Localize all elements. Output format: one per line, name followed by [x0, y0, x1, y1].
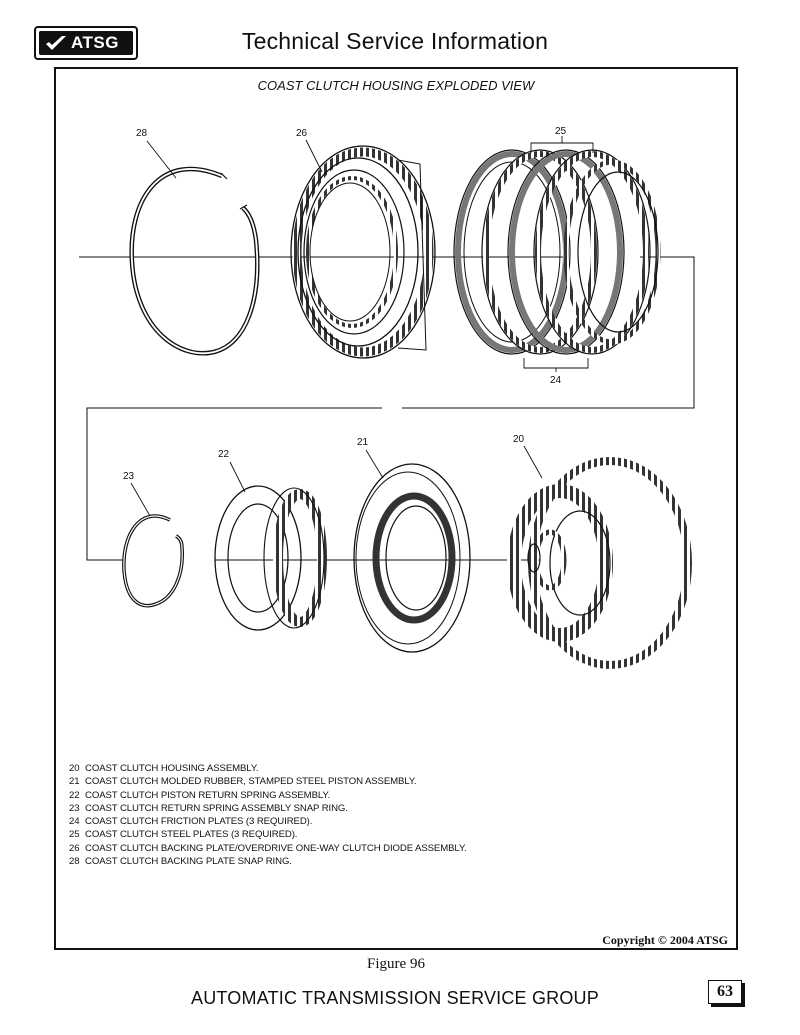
check-wing-icon [46, 36, 66, 50]
callout-25: 25 [555, 126, 567, 137]
callout-26: 26 [296, 128, 308, 139]
part-26-backing-plate [290, 145, 436, 359]
logo-wordmark: ATSG [71, 33, 119, 52]
part-20-housing [507, 457, 692, 669]
clutch-pack-plates [453, 149, 661, 355]
part-22-return-spring [214, 485, 327, 631]
part-28-snap-ring [129, 166, 260, 356]
callout-28: 28 [136, 128, 148, 139]
callout-23: 23 [123, 471, 135, 482]
figure-heading: COAST CLUTCH HOUSING EXPLODED VIEW [257, 78, 535, 93]
footer-title: AUTOMATIC TRANSMISSION SERVICE GROUP [191, 988, 599, 1008]
callout-24: 24 [550, 375, 562, 386]
figure-frame [54, 67, 738, 950]
copyright-notice: Copyright © 2004 ATSG [602, 933, 728, 947]
part-23-snap-ring [122, 514, 184, 608]
callout-leaders [130, 136, 594, 517]
figure-caption: Figure 96 [367, 956, 425, 972]
atsg-logo: ATSG [34, 26, 138, 60]
callout-20: 20 [513, 434, 525, 445]
callout-22: 22 [218, 449, 230, 460]
page-number: 63 [708, 980, 742, 1004]
page-title: Technical Service Information [241, 28, 549, 54]
part-21-piston [353, 463, 471, 653]
callout-21: 21 [357, 437, 369, 448]
